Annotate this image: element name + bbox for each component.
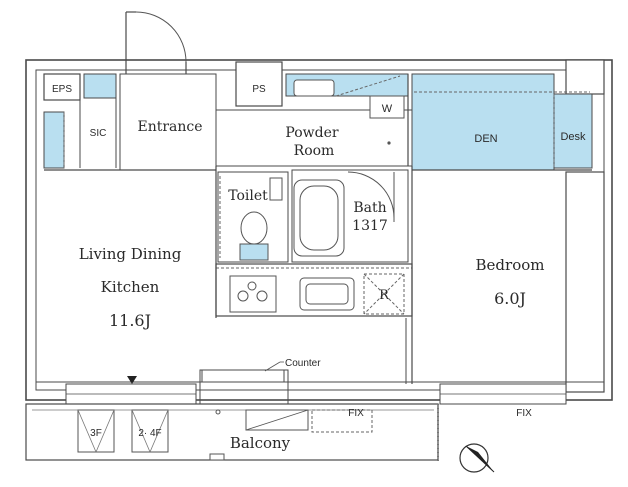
ps-shaft (235, 61, 283, 107)
balcony-label: Balcony (230, 434, 291, 452)
balcony-area (25, 403, 439, 462)
ladder-3f-label: 3F (90, 428, 102, 439)
sic-closet (43, 73, 121, 169)
ps-label: PS (252, 84, 266, 95)
ladder-2-4f-label: 2· 4F (138, 428, 161, 439)
north-arrow-icon (459, 443, 495, 473)
ldk-label-2: Kitchen (101, 278, 160, 296)
powder-room-label-2: Room (294, 143, 335, 159)
powder-room (215, 73, 413, 167)
bath-label-1: Bath (353, 200, 386, 216)
den-label: DEN (474, 133, 497, 145)
eps-room (43, 73, 81, 101)
window-sashes (65, 369, 567, 405)
bathroom (291, 169, 409, 263)
den-closet (411, 73, 593, 171)
washer-label: W (382, 103, 393, 115)
balcony-fix-label: FIX (348, 408, 364, 419)
counter-label: Counter (285, 358, 321, 369)
toilet-label: Toilet (228, 188, 268, 204)
toilet-room (217, 171, 289, 263)
ldk-size: 11.6J (109, 311, 151, 330)
bedroom-label: Bedroom (476, 256, 545, 274)
outer-walls (25, 59, 613, 401)
bedroom-fix-label: FIX (516, 408, 532, 419)
ldk-label-1: Living Dining (79, 245, 182, 263)
sic-label: SIC (90, 128, 107, 139)
triangle-down-icon (127, 376, 137, 384)
entrance-door (125, 11, 187, 74)
desk-label: Desk (560, 131, 586, 143)
refrigerator-label: R (379, 288, 390, 303)
eps-label: EPS (52, 84, 72, 95)
partitions (36, 166, 604, 384)
bath-label-2: 1317 (352, 218, 388, 234)
entrance-label: Entrance (137, 119, 202, 135)
kitchen-counter (215, 263, 413, 317)
counter-leader (201, 361, 285, 383)
bedroom-size: 6.0J (494, 289, 526, 308)
powder-room-label-1: Powder (285, 125, 339, 141)
